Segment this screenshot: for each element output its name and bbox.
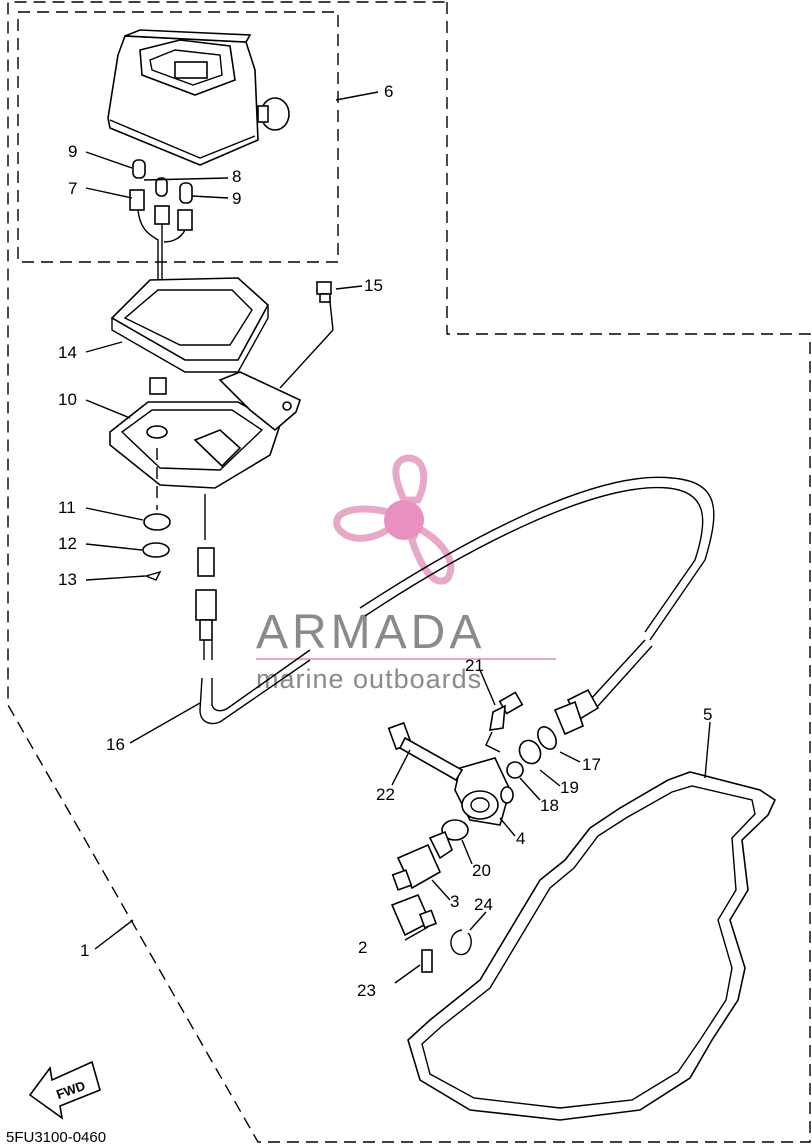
pin-23	[421, 949, 433, 973]
grommet-11	[143, 513, 171, 531]
bolt-15	[279, 281, 334, 389]
leader-lines	[85, 91, 711, 984]
callout-7: 7	[68, 179, 77, 198]
watermark-logo	[333, 454, 455, 585]
driven-gear-2	[390, 893, 438, 937]
oring-17	[537, 726, 557, 750]
callout-6: 6	[384, 82, 393, 101]
callout-14: 14	[58, 343, 77, 362]
callout-22: 22	[376, 785, 395, 804]
callout-20: 20	[472, 861, 491, 880]
bolt-22	[387, 721, 464, 782]
meter-frame	[110, 277, 270, 373]
callout-9-right: 9	[232, 189, 241, 208]
callout-8: 8	[232, 167, 241, 186]
watermark-title: ARMADA	[256, 606, 485, 659]
assembly-boundary	[7, 1, 811, 1143]
speedometer-meter	[107, 29, 290, 166]
fwd-arrow: FWD	[28, 1060, 101, 1120]
wire-connector	[149, 377, 167, 395]
circlip-24	[450, 929, 472, 956]
drive-housing	[454, 757, 514, 826]
bolt-21	[485, 691, 524, 753]
oring-20	[441, 819, 469, 841]
callout-5: 5	[703, 705, 712, 724]
callout-23: 23	[357, 981, 376, 1000]
callout-16: 16	[106, 735, 125, 754]
meter-group-boundary	[17, 11, 339, 263]
washer-12	[142, 542, 170, 558]
callout-2: 2	[358, 938, 367, 957]
callout-24: 24	[474, 895, 493, 914]
speedometer-cable	[195, 476, 715, 736]
gasket-5	[407, 771, 777, 1121]
washer-18	[506, 761, 524, 779]
callout-13: 13	[58, 570, 77, 589]
callout-1: 1	[80, 941, 89, 960]
drive-gear-3	[391, 830, 453, 891]
oil-seal-19	[518, 739, 542, 765]
callout-19: 19	[560, 778, 579, 797]
callout-10: 10	[58, 390, 77, 409]
meter-bracket	[109, 371, 301, 489]
drawing-code: 5FU3100-0460	[6, 1129, 106, 1145]
clip-13	[143, 570, 162, 581]
callout-18: 18	[540, 796, 559, 815]
callout-12: 12	[58, 534, 77, 553]
callout-15: 15	[364, 276, 383, 295]
callout-21: 21	[465, 656, 484, 675]
watermark-subtitle: marine outboards	[256, 664, 482, 694]
callout-3: 3	[450, 892, 459, 911]
callout-9-left: 9	[68, 142, 77, 161]
callout-4: 4	[516, 829, 525, 848]
callout-11: 11	[58, 498, 76, 517]
callout-17: 17	[582, 755, 601, 774]
